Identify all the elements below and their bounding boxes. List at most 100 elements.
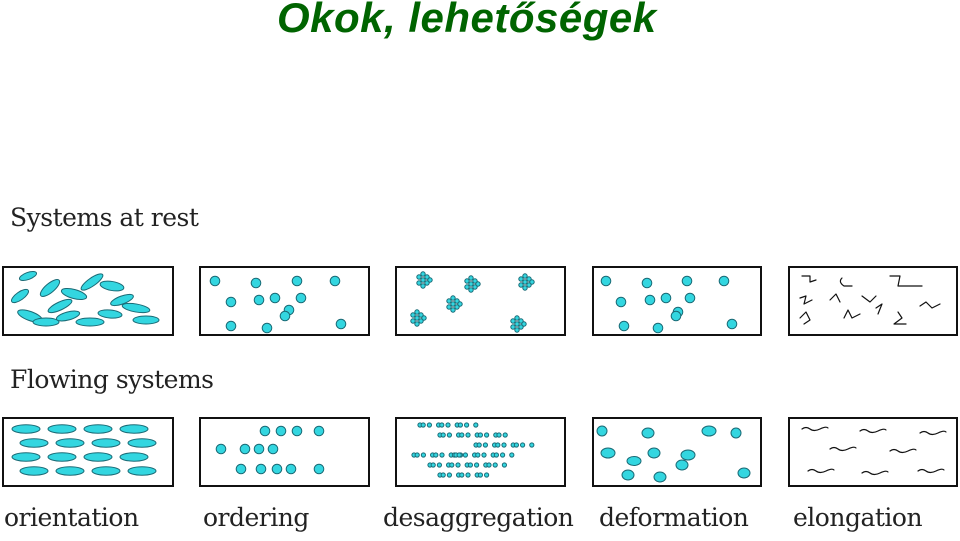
particle-sphere [670,310,682,322]
particle-ellipse [39,279,61,297]
flowing-section-label: Flowing systems [10,365,214,394]
particle-sphere [279,310,291,322]
particle-sphere [255,463,267,475]
particle-sphere [439,452,445,458]
particle-sphere [445,422,451,428]
particle-sphere [271,463,283,475]
particle-ellipse [19,438,49,448]
particle-ellipse [80,273,104,291]
caption-deformation: deformation [599,503,749,532]
particle-sphere [450,295,456,301]
particle-sphere [261,322,273,334]
particle-sphere [430,462,436,468]
particle-ellipse [55,466,85,476]
particle-sphere [476,442,482,448]
stretched-chain [829,446,857,452]
particle-ellipse [60,288,88,300]
particle-sphere [518,282,524,288]
particle-sphere [465,432,471,438]
coiled-chains-diagram [799,275,941,325]
particle-sphere [420,277,426,283]
particle-sphere [440,432,446,438]
particle-sphere [313,425,325,437]
particle-ellipse [127,466,157,476]
particle-sphere [520,442,526,448]
particle-ellipse [737,467,751,479]
particle-ellipse [600,447,616,459]
particle-sphere [250,277,262,289]
particle-sphere [618,320,630,332]
coiled-chain [801,275,817,283]
particle-ellipse [675,459,689,471]
particle-sphere [440,472,446,478]
particle-sphere [500,452,506,458]
particle-sphere [641,277,653,289]
particle-sphere [468,275,474,281]
particle-sphere [420,422,426,428]
particle-sphere [259,425,271,437]
coiled-chain [875,303,883,315]
particle-sphere [486,462,492,468]
particle-sphere [225,296,237,308]
particle-sphere [285,463,297,475]
caption-elongation: elongation [793,503,923,532]
particle-ellipse [83,424,113,434]
stretched-chain [919,430,947,436]
particle-sphere [474,462,480,468]
particle-sphere [492,462,498,468]
particle-ellipse [91,466,121,476]
particle-sphere [446,472,453,478]
particle-sphere [449,462,455,468]
particle-sphere [484,432,490,438]
particle-sphere [464,278,470,284]
particle-ellipse [119,452,149,462]
particle-sphere [467,462,474,468]
particle-ellipse [647,447,661,459]
particle-sphere [209,275,221,287]
particle-sphere [464,422,470,428]
stretched-chains-diagram [801,426,947,476]
coiled-chain [893,311,907,325]
particle-ellipse [18,270,38,282]
particle-sphere [291,425,303,437]
caption-desaggregation: desaggregation [383,503,574,532]
flow-ordering-panel [199,417,370,487]
particle-ellipse [47,452,77,462]
particle-sphere [215,443,227,455]
particle-sphere [433,452,439,458]
particle-sphere [681,275,693,287]
particle-ellipse [132,315,160,325]
stretched-chain [917,468,945,474]
particle-ellipse [121,302,151,314]
oriented-ellipses-diagram [11,424,157,476]
particle-sphere [439,422,445,428]
particle-sphere [420,271,426,277]
particle-sphere [510,318,516,324]
particle-sphere [493,452,500,458]
rest-ordering-panel [199,266,370,336]
particle-ellipse [127,438,157,448]
stretched-chain [859,428,887,434]
particle-ellipse [621,469,635,481]
particle-sphere [522,285,528,291]
particle-sphere [253,443,265,455]
rest-deformation-panel [592,266,762,336]
dispersed-particle-rows-diagram [411,422,535,478]
particle-sphere [502,432,508,438]
particle-sphere [477,472,484,478]
particle-ellipse [55,310,81,322]
particle-sphere [291,275,303,287]
particle-sphere [510,324,516,330]
particle-ellipse [55,438,85,448]
particle-ellipse [119,424,149,434]
particle-sphere [462,452,469,458]
particle-sphere [726,318,738,330]
particle-sphere [267,443,279,455]
particle-sphere [269,292,281,304]
particle-sphere [446,432,453,438]
particle-sphere [518,276,524,282]
flow-desaggregation-panel [395,417,566,487]
stretched-chain [861,470,889,476]
particle-ellipse [626,456,642,466]
caption-orientation: orientation [4,503,139,532]
